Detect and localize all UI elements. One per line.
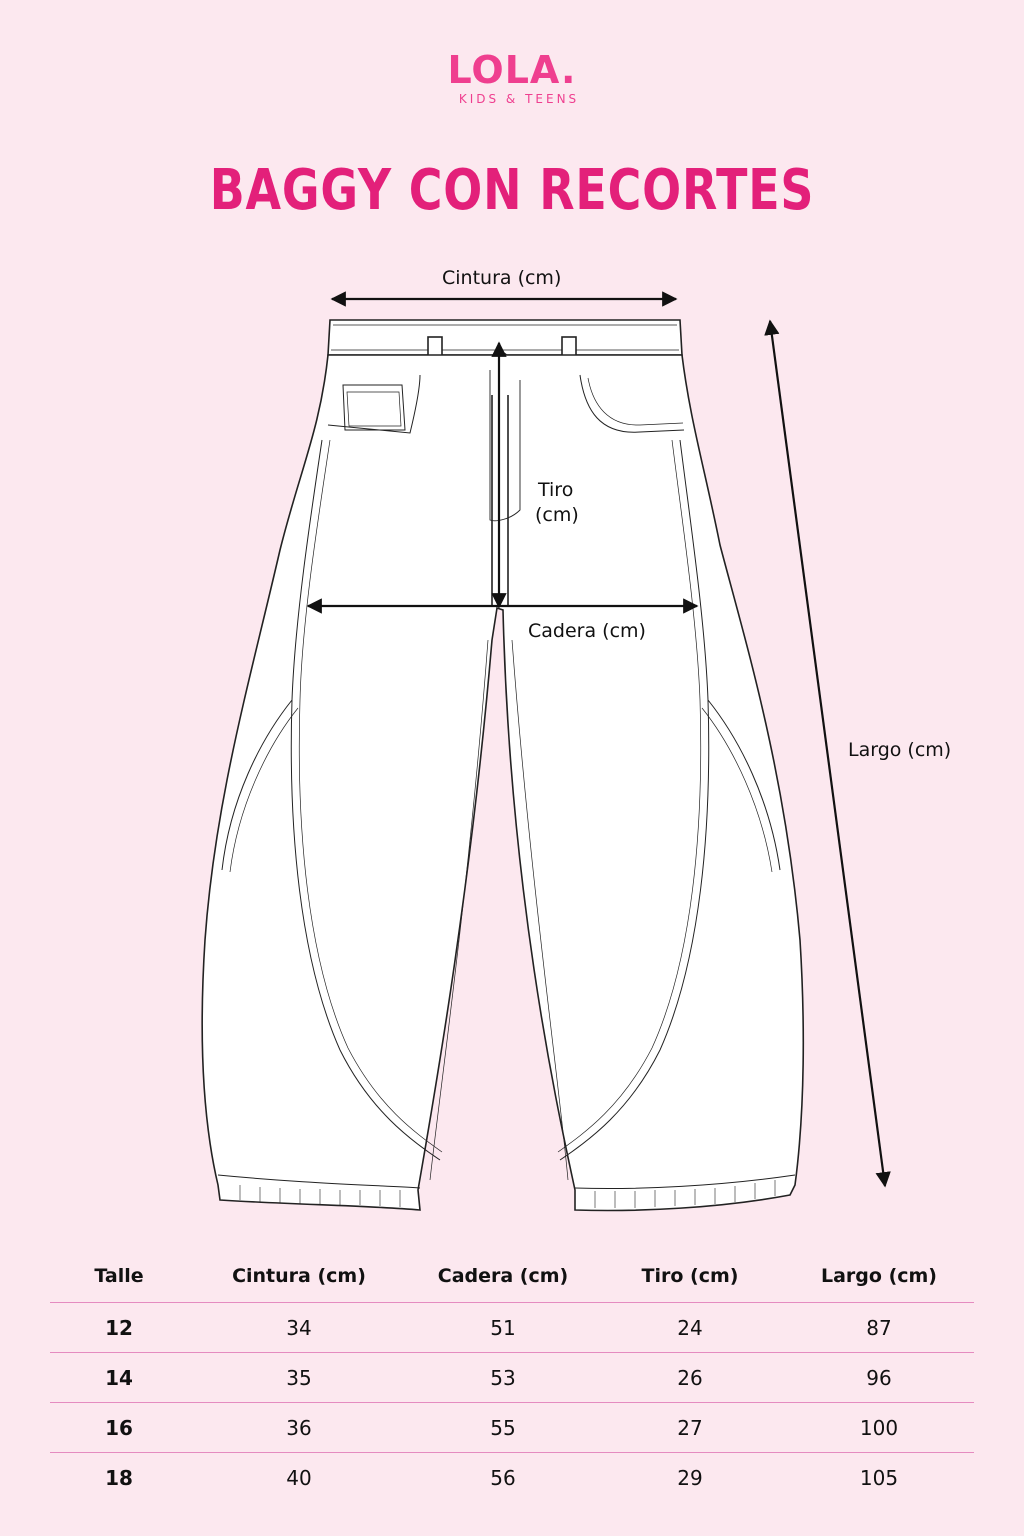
cell-largo: 87 [784,1302,974,1353]
cadera-label: Cadera (cm) [528,620,646,642]
table-row: 14 35 53 26 96 [50,1352,974,1403]
cell-talle: 16 [50,1402,188,1453]
header-tiro: Tiro (cm) [641,1265,739,1287]
brand-tagline: KIDS & TEENS [458,92,580,106]
cell-largo: 100 [784,1402,974,1453]
table-header-row: Talle Cintura (cm) Cadera (cm) Tiro (cm)… [50,1250,974,1303]
tiro-label-line2: (cm) [535,504,579,526]
table-row: 18 40 56 29 105 [50,1452,974,1502]
cell-cintura: 35 [188,1352,410,1403]
cell-cintura: 36 [188,1402,410,1453]
cell-talle: 12 [50,1302,188,1353]
largo-arrow [764,319,891,1188]
cell-tiro: 29 [596,1452,784,1502]
header-cadera: Cadera (cm) [437,1265,569,1287]
cell-cintura: 40 [188,1452,410,1502]
cell-cadera: 51 [410,1302,596,1353]
cell-cadera: 53 [410,1352,596,1403]
page-title: BAGGY CON RECORTES [209,158,815,223]
cell-cintura: 34 [188,1302,410,1353]
cintura-label: Cintura (cm) [442,267,562,289]
tiro-label-line1: Tiro [538,479,574,501]
cell-tiro: 26 [596,1352,784,1403]
pants-outline [201,319,805,1212]
brand-name: LOLA. [447,48,577,92]
table-row: 12 34 51 24 87 [50,1302,974,1353]
cell-tiro: 24 [596,1302,784,1353]
cell-tiro: 27 [596,1402,784,1453]
header-largo: Largo (cm) [821,1265,937,1287]
measurement-arrows [306,291,891,1188]
size-table: Talle Cintura (cm) Cadera (cm) Tiro (cm)… [50,1250,974,1502]
cell-cadera: 56 [410,1452,596,1502]
header-talle: Talle [94,1265,144,1287]
pants-diagram [201,291,891,1212]
table-row: 16 36 55 27 100 [50,1402,974,1453]
largo-label: Largo (cm) [848,739,952,761]
cell-cadera: 55 [410,1402,596,1453]
cell-largo: 96 [784,1352,974,1403]
header-cintura: Cintura (cm) [232,1265,366,1287]
cell-talle: 18 [50,1452,188,1502]
cell-largo: 105 [784,1452,974,1502]
cell-talle: 14 [50,1352,188,1403]
brand-logo: LOLA. KIDS & TEENS [0,50,1024,106]
